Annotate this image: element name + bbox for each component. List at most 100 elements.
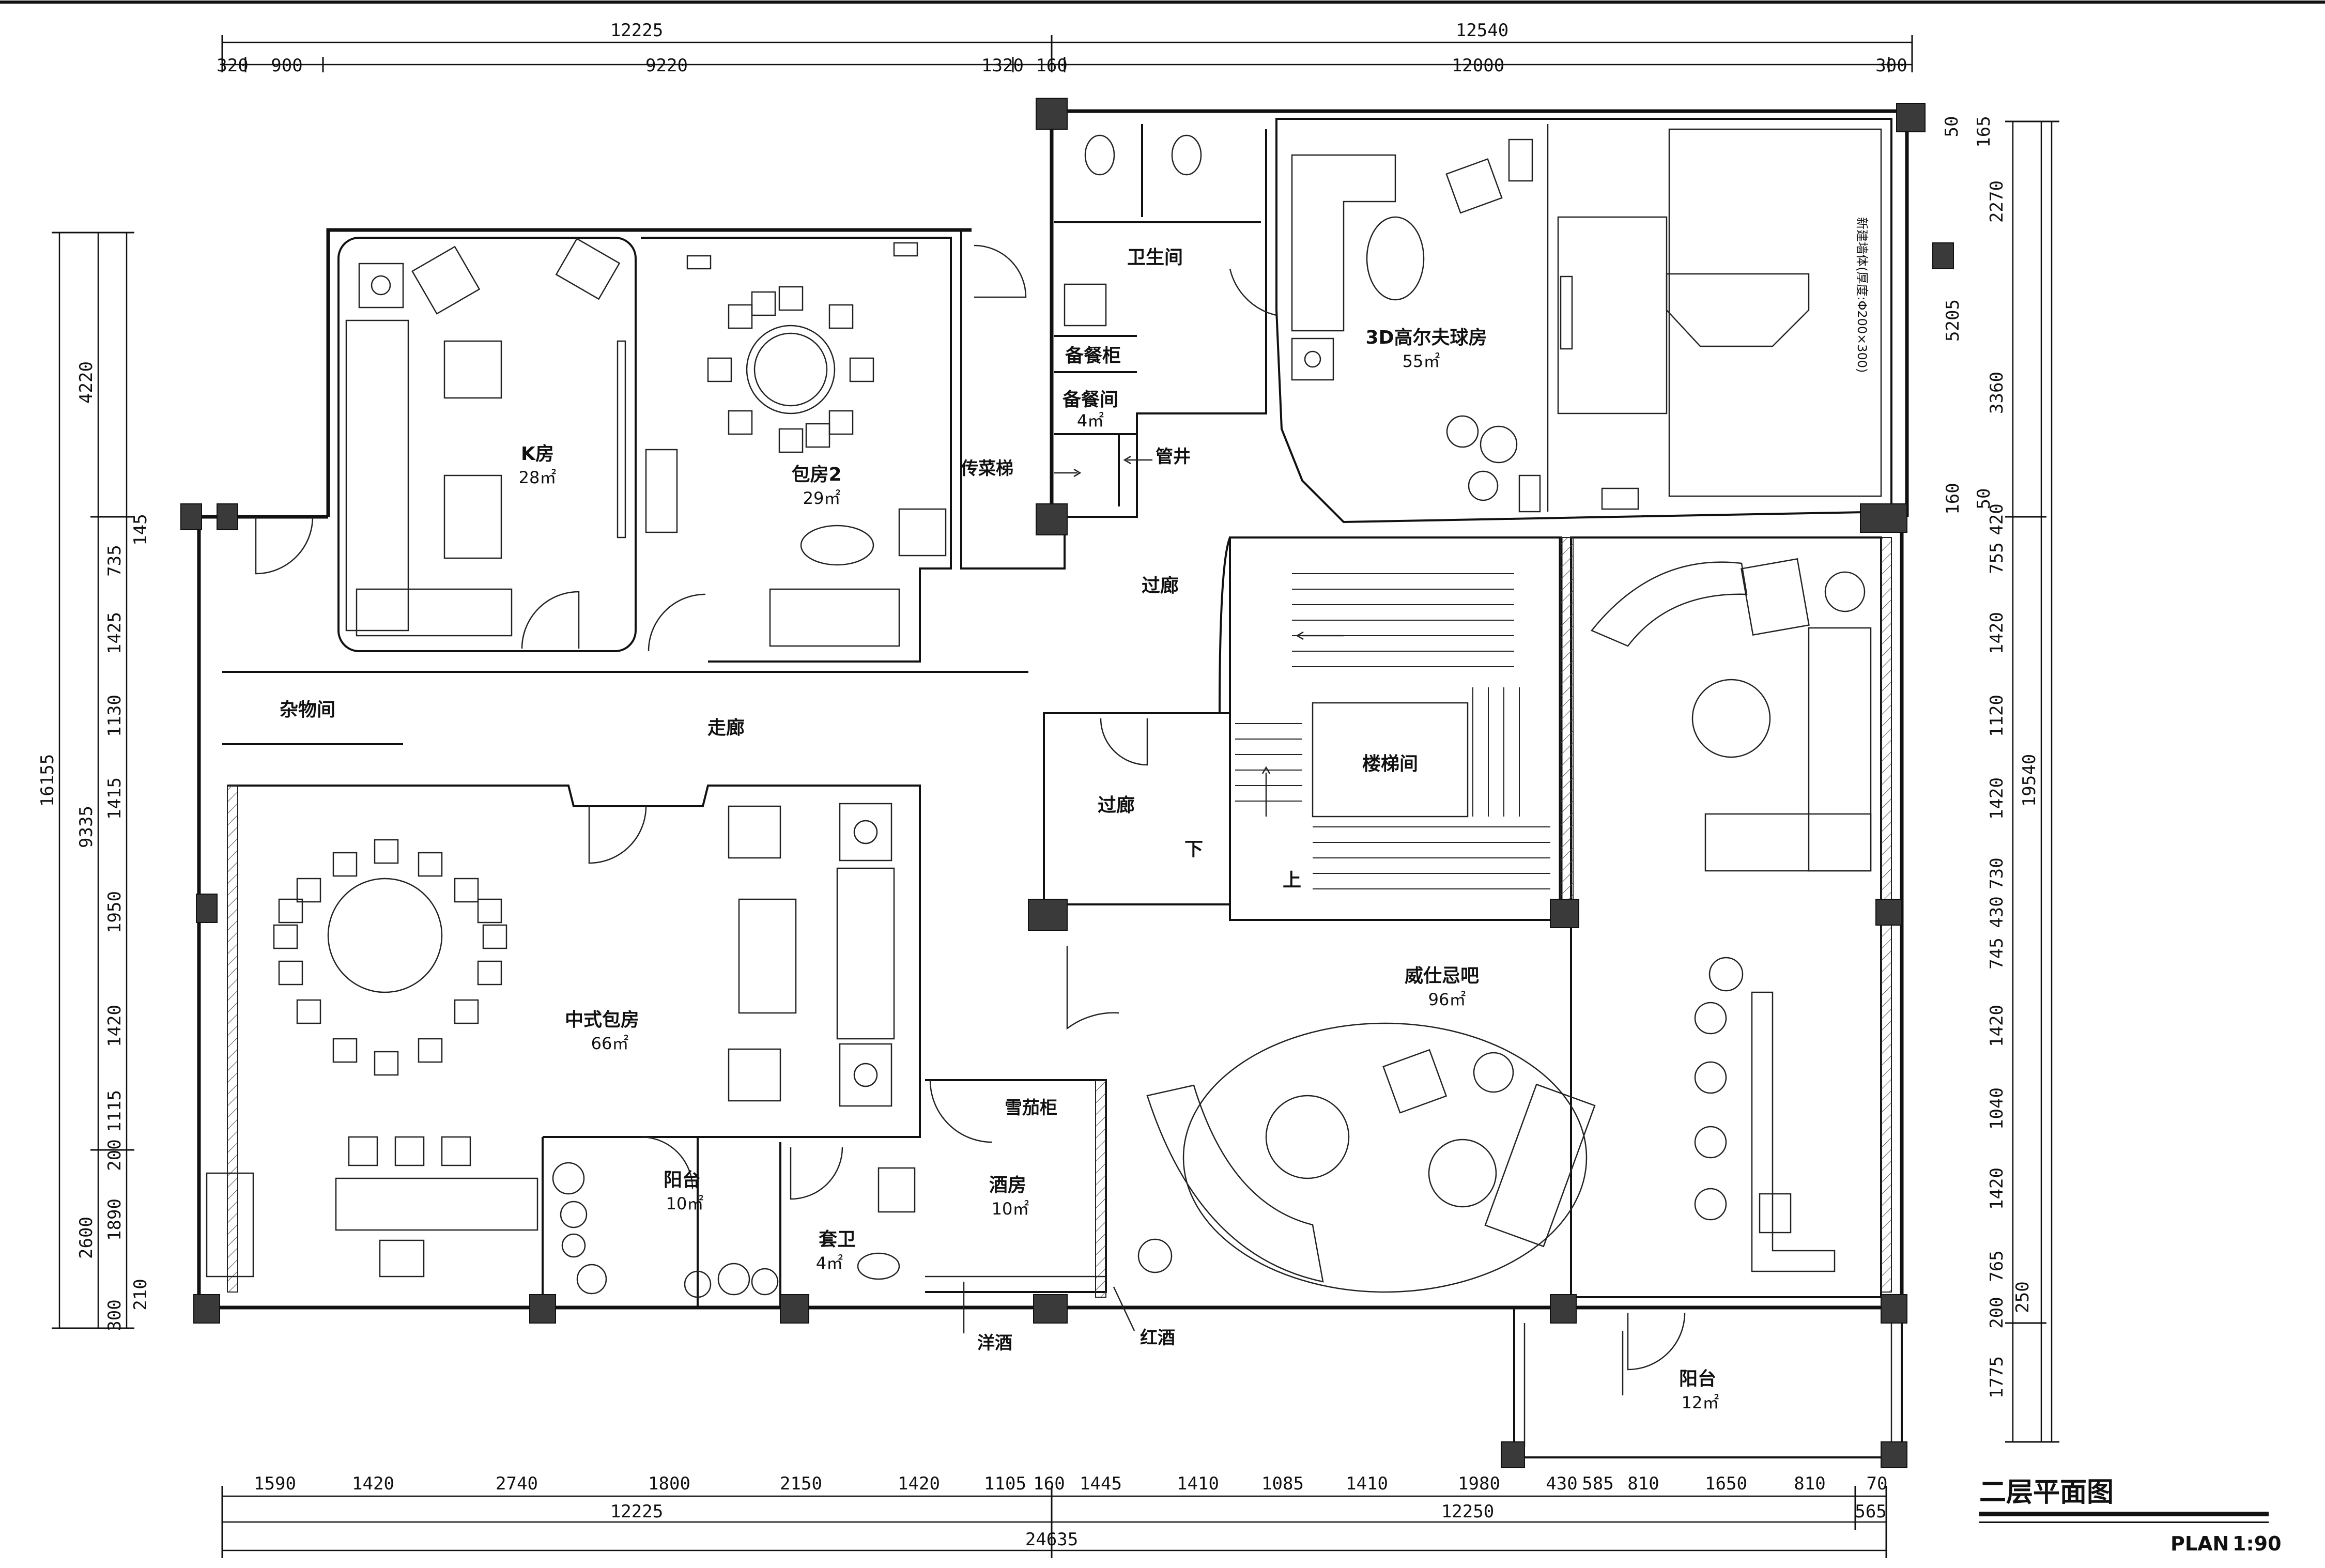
dim-right-430: 430 xyxy=(1987,896,2007,928)
door-swings xyxy=(255,244,1686,1371)
dim-right-1420a: 1420 xyxy=(1987,612,2007,654)
dimension-right: 50 165 2270 5205 3360 160 50 420 755 142… xyxy=(1942,116,2059,1443)
dim-bottom-1980: 1980 xyxy=(1458,1473,1500,1494)
dim-bottom-2740: 2740 xyxy=(496,1473,538,1494)
dim-top-320: 320 xyxy=(217,55,248,76)
dim-left-145: 145 xyxy=(130,514,151,545)
dim-top-12000: 12000 xyxy=(1452,55,1504,76)
dim-right-1040: 1040 xyxy=(1987,1087,2007,1130)
dim-top-300: 300 xyxy=(1875,55,1907,76)
dim-bottom-585: 585 xyxy=(1582,1473,1613,1494)
label-chinese-room: 中式包房 xyxy=(565,1009,639,1031)
dim-bottom-1650: 1650 xyxy=(1705,1473,1747,1494)
dim-right-1120: 1120 xyxy=(1987,695,2007,737)
dim-right-1775: 1775 xyxy=(1987,1356,2007,1398)
dim-right-total: 19540 xyxy=(2019,754,2040,807)
dim-bottom-430: 430 xyxy=(1546,1473,1577,1494)
dim-left-9335: 9335 xyxy=(76,806,97,848)
label-whisky-bar: 威仕忌吧 xyxy=(1405,965,1479,987)
dimension-left: 16155 4220 9335 2600 145 735 1425 1130 1… xyxy=(37,232,151,1331)
label-shaft: 管井 xyxy=(1156,447,1191,467)
area-pantry: 4㎡ xyxy=(1077,411,1104,431)
area-suite-bath: 4㎡ xyxy=(816,1253,843,1273)
dim-left-1115: 1115 xyxy=(104,1090,125,1132)
area-balcony-1: 10㎡ xyxy=(666,1194,704,1213)
dim-top-1320: 1320 xyxy=(981,55,1024,76)
label-cigar-cabinet: 雪茄柜 xyxy=(1005,1098,1057,1118)
dim-top-900: 900 xyxy=(271,55,302,76)
area-wine-room: 10㎡ xyxy=(992,1199,1029,1219)
dim-bottom-1590: 1590 xyxy=(254,1473,296,1494)
label-stair-up: 上 xyxy=(1283,870,1301,891)
dim-left-2600: 2600 xyxy=(76,1217,97,1259)
dim-bottom-1085: 1085 xyxy=(1261,1473,1304,1494)
room-labels: K房 28㎡ 包房2 29㎡ 卫生间 备餐柜 备餐间 4㎡ 传菜梯 管井 3D高… xyxy=(280,217,1869,1412)
vertical-note: 新建墙体(厚度:Φ200×300) xyxy=(1855,217,1869,373)
dim-right-50a: 50 xyxy=(1942,116,1962,137)
dim-left-735: 735 xyxy=(104,545,125,576)
dim-top-total-right: 12540 xyxy=(1456,20,1508,41)
label-hall-upper: 过廊 xyxy=(1142,575,1179,596)
dim-bottom-sub-12250: 12250 xyxy=(1441,1501,1494,1522)
label-k-room: K房 xyxy=(521,443,554,465)
dim-left-300: 300 xyxy=(104,1299,125,1331)
label-dumbwaiter: 传菜梯 xyxy=(960,458,1013,479)
dim-right-420: 420 xyxy=(1987,503,2007,535)
title-scale: 1:90 xyxy=(2232,1532,2282,1555)
area-private-room-2: 29㎡ xyxy=(803,488,841,508)
dim-bottom-160: 160 xyxy=(1033,1473,1065,1494)
dim-bottom-2150: 2150 xyxy=(780,1473,822,1494)
dim-bottom-70: 70 xyxy=(1867,1473,1888,1494)
label-balcony-1: 阳台 xyxy=(664,1170,701,1191)
dim-right-730: 730 xyxy=(1987,857,2007,889)
title-cn: 二层平面图 xyxy=(1979,1477,2114,1508)
dim-right-1420c: 1420 xyxy=(1987,1005,2007,1047)
dim-right-250: 250 xyxy=(2012,1281,2033,1313)
dim-right-765: 765 xyxy=(1987,1250,2007,1282)
dim-top-9220: 9220 xyxy=(645,55,688,76)
dim-bottom-1445: 1445 xyxy=(1080,1473,1122,1494)
label-stair-down: 下 xyxy=(1184,839,1203,860)
dim-left-1950: 1950 xyxy=(104,891,125,933)
dim-right-2270: 2270 xyxy=(1987,180,2007,223)
dim-top-160: 160 xyxy=(1036,55,1067,76)
dim-bottom-1410a: 1410 xyxy=(1177,1473,1219,1494)
dim-right-165: 165 xyxy=(1974,116,1994,147)
dim-left-4220: 4220 xyxy=(76,361,97,404)
dim-left-1420: 1420 xyxy=(104,1005,125,1047)
dim-left-200: 200 xyxy=(104,1139,125,1171)
label-corridor: 走廊 xyxy=(707,717,745,739)
dim-right-5205: 5205 xyxy=(1943,299,1963,342)
title-block: 二层平面图 PLAN 1:90 xyxy=(1979,1477,2282,1555)
dim-bottom-1420b: 1420 xyxy=(898,1473,940,1494)
walls xyxy=(197,109,1909,1458)
stair-treads xyxy=(1235,573,1550,889)
dim-left-210: 210 xyxy=(130,1279,151,1310)
label-stairwell: 楼梯间 xyxy=(1362,754,1418,775)
dim-bottom-1105: 1105 xyxy=(984,1473,1026,1494)
dim-right-1420d: 1420 xyxy=(1987,1167,2007,1210)
dim-right-200: 200 xyxy=(1987,1297,2007,1328)
area-balcony-2: 12㎡ xyxy=(1682,1393,1719,1412)
dim-bottom-810b: 810 xyxy=(1794,1473,1825,1494)
dim-bottom-1410b: 1410 xyxy=(1346,1473,1388,1494)
dim-top-total-left: 12225 xyxy=(610,20,663,41)
planters xyxy=(552,1162,779,1298)
area-chinese-room: 66㎡ xyxy=(591,1034,629,1053)
dim-left-total: 16155 xyxy=(37,754,58,807)
dim-bottom-sub-565: 565 xyxy=(1855,1501,1886,1522)
dimension-bottom: 1590 1420 2740 1800 2150 1420 1105 160 1… xyxy=(221,1473,1888,1558)
dim-bottom-sub-12225: 12225 xyxy=(610,1501,663,1522)
title-en: PLAN xyxy=(2170,1532,2229,1555)
dim-bottom-total: 24635 xyxy=(1025,1529,1078,1550)
label-prep-cabinet: 备餐柜 xyxy=(1065,345,1121,366)
dim-right-755: 755 xyxy=(1987,542,2007,574)
dim-right-160: 160 xyxy=(1943,483,1963,514)
dim-left-1130: 1130 xyxy=(104,695,125,737)
area-whisky-bar: 96㎡ xyxy=(1428,990,1466,1009)
label-suite-bath: 套卫 xyxy=(819,1229,856,1250)
label-red-wine: 红酒 xyxy=(1140,1328,1175,1348)
dim-left-1890: 1890 xyxy=(104,1198,125,1241)
area-k-room: 28㎡ xyxy=(519,468,557,487)
